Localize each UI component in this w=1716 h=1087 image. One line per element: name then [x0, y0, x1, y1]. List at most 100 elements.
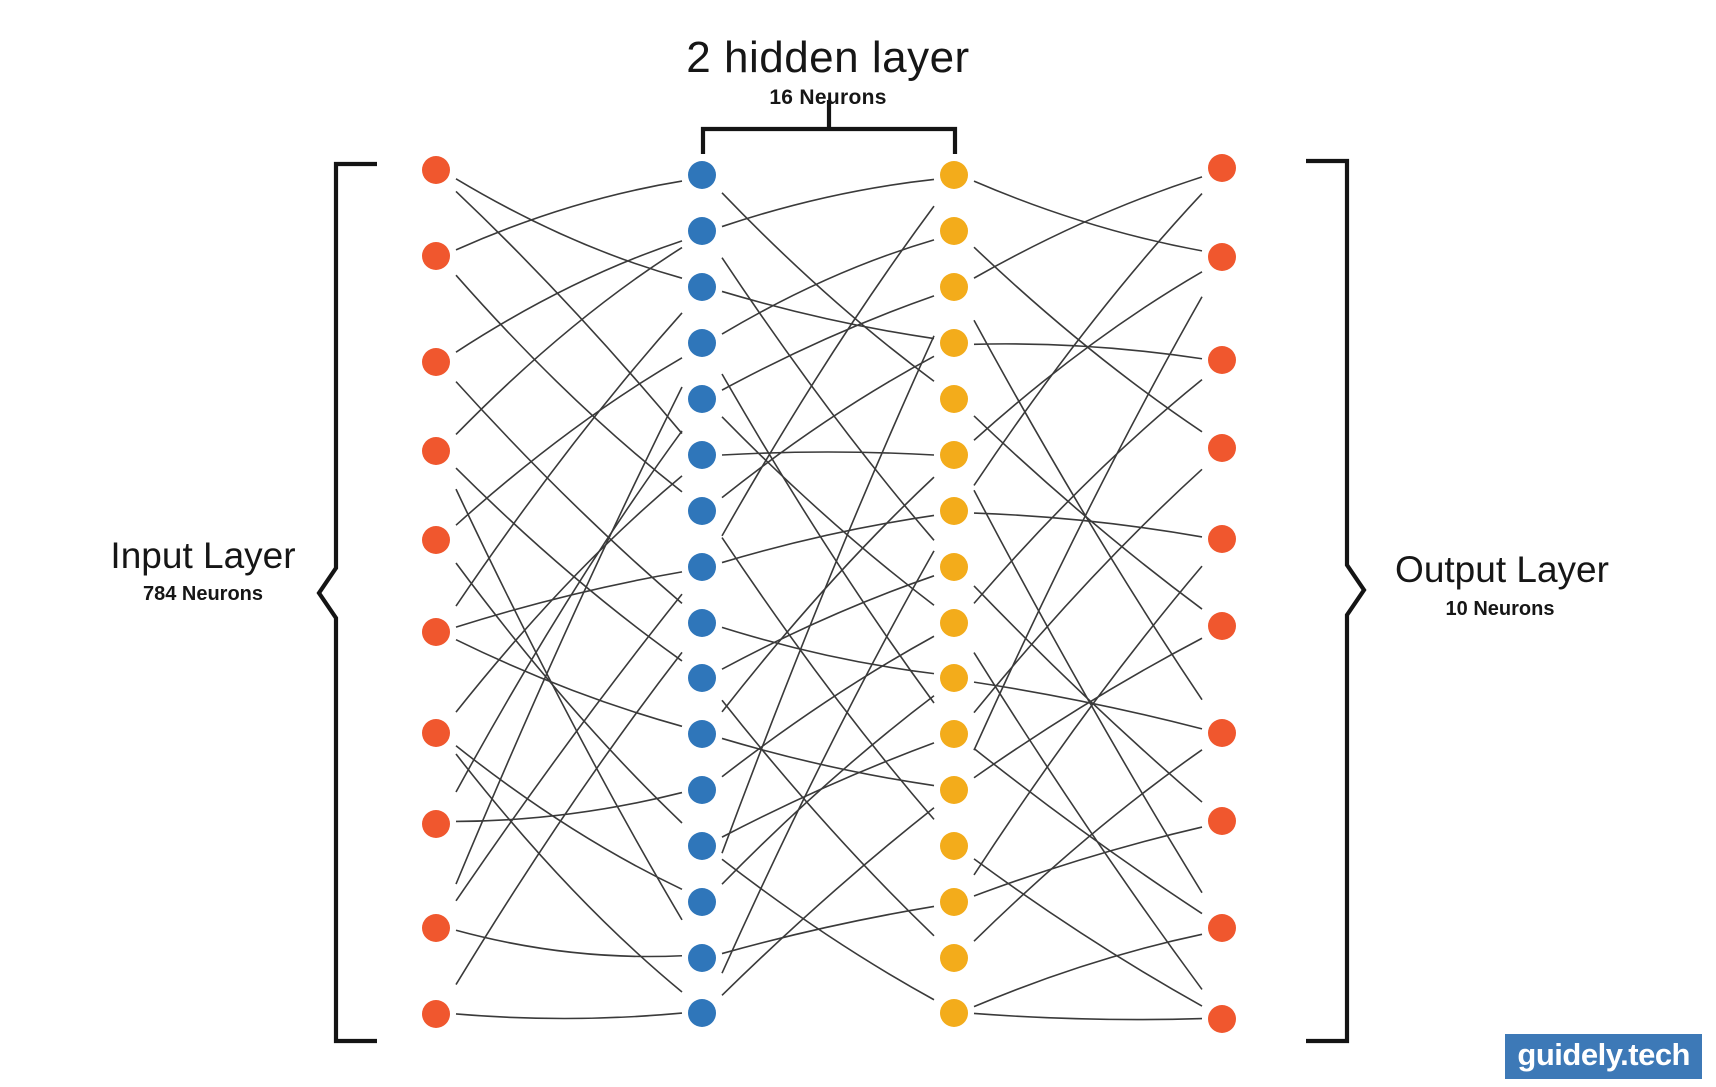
- output-neuron-dot: [1208, 612, 1236, 640]
- connection-edge: [721, 537, 935, 820]
- connection-edge: [455, 638, 683, 728]
- connection-edge: [455, 386, 683, 885]
- hidden1-neuron-dot: [688, 273, 716, 301]
- connection-edge: [973, 415, 1203, 610]
- input-neuron-dot: [422, 437, 450, 465]
- output-neuron-dot: [1208, 525, 1236, 553]
- input-neuron-dot: [422, 810, 450, 838]
- connection-edge: [455, 467, 683, 662]
- hidden1-neuron-dot: [688, 161, 716, 189]
- connection-edge: [973, 468, 1203, 714]
- connection-edge: [455, 274, 683, 493]
- hidden-layers-bracket: [700, 100, 958, 154]
- hidden2-neuron-dot: [940, 217, 968, 245]
- input-layer-neuron-count: 784 Neurons: [142, 583, 264, 605]
- connection-edge: [455, 178, 683, 279]
- hidden2-neuron-dot: [940, 161, 968, 189]
- connection-edge: [455, 312, 683, 607]
- hidden2-neuron-dot: [940, 720, 968, 748]
- connection-edge: [455, 753, 683, 993]
- connection-edge: [973, 637, 1203, 779]
- connection-edge: [973, 1012, 1203, 1021]
- input-neuron-dot: [422, 242, 450, 270]
- connection-edge: [721, 205, 935, 537]
- hidden2-neuron-dot: [940, 553, 968, 581]
- hidden2-neuron-dot: [940, 832, 968, 860]
- hidden2-neuron-dot: [940, 609, 968, 637]
- hidden2-neuron-dot: [940, 385, 968, 413]
- connection-edge: [455, 593, 683, 902]
- connection-edge: [721, 295, 935, 391]
- connection-edge: [455, 791, 683, 823]
- hidden1-neuron-dot: [688, 553, 716, 581]
- output-neuron-dot: [1208, 914, 1236, 942]
- hidden2-neuron-dot: [940, 497, 968, 525]
- hidden-layers-title: 2 hidden layer: [686, 33, 970, 82]
- connection-edge: [455, 1012, 683, 1020]
- connection-edge: [721, 373, 935, 704]
- hidden1-neuron-dot: [688, 385, 716, 413]
- connection-edge: [973, 749, 1203, 942]
- hidden1-neuron-dot: [688, 776, 716, 804]
- hidden2-neuron-dot: [940, 888, 968, 916]
- connection-edge: [721, 239, 935, 335]
- hidden1-neuron-dot: [688, 497, 716, 525]
- hidden-layers-subtitle: 16 Neurons: [769, 86, 887, 109]
- input-layer-bracket: [316, 161, 377, 1044]
- connection-edge: [455, 745, 683, 891]
- hidden1-neuron-dot: [688, 217, 716, 245]
- connection-edge: [721, 742, 935, 838]
- connection-edge: [721, 626, 935, 675]
- output-neuron-dot: [1208, 807, 1236, 835]
- hidden1-neuron-dot: [688, 944, 716, 972]
- output-neuron-dot: [1208, 346, 1236, 374]
- connection-edge: [973, 858, 1203, 1007]
- input-neuron-dot: [422, 526, 450, 554]
- connection-edge: [721, 575, 935, 670]
- connection-edge: [973, 933, 1203, 1008]
- connection-edge: [721, 695, 935, 885]
- output-neuron-dot: [1208, 1005, 1236, 1033]
- connection-edge: [973, 296, 1203, 751]
- brand-logo: guidely.tech: [1505, 1034, 1702, 1079]
- connection-edge: [721, 290, 935, 340]
- input-neuron-dot: [422, 618, 450, 646]
- connection-edge: [973, 246, 1203, 433]
- hidden1-neuron-dot: [688, 329, 716, 357]
- connection-edge: [973, 319, 1203, 701]
- input-neuron-dot: [422, 348, 450, 376]
- connection-edge: [455, 381, 683, 604]
- connection-edge: [455, 190, 683, 435]
- hidden1-neuron-dot: [688, 664, 716, 692]
- connection-edge: [721, 514, 935, 564]
- connection-edge: [455, 475, 683, 713]
- hidden2-neuron-dot: [940, 441, 968, 469]
- connection-edge: [721, 905, 935, 955]
- output-neuron-dot: [1208, 719, 1236, 747]
- output-neuron-dot: [1208, 434, 1236, 462]
- hidden1-neuron-dot: [688, 609, 716, 637]
- hidden1-neuron-dot: [688, 999, 716, 1027]
- connection-edge: [721, 416, 935, 606]
- hidden1-neuron-dot: [688, 441, 716, 469]
- connection-edge: [721, 699, 935, 937]
- connection-edge: [721, 807, 935, 996]
- edges-group: [455, 176, 1203, 1021]
- connection-edge: [721, 550, 935, 974]
- connection-edge: [721, 335, 935, 854]
- connection-edge: [455, 562, 683, 824]
- input-neuron-dot: [422, 156, 450, 184]
- output-neuron-dot: [1208, 154, 1236, 182]
- connection-edge: [973, 489, 1203, 894]
- connection-edge: [455, 571, 683, 628]
- connection-edge: [973, 176, 1203, 279]
- connection-edge: [973, 379, 1203, 604]
- connection-edge: [455, 357, 683, 526]
- connection-edge: [973, 565, 1203, 876]
- output-layer-neuron-count: 10 Neurons: [1445, 598, 1555, 620]
- connection-edge: [721, 192, 935, 382]
- output-layer-label: Output Layer: [1395, 549, 1609, 590]
- connection-edge: [455, 651, 683, 986]
